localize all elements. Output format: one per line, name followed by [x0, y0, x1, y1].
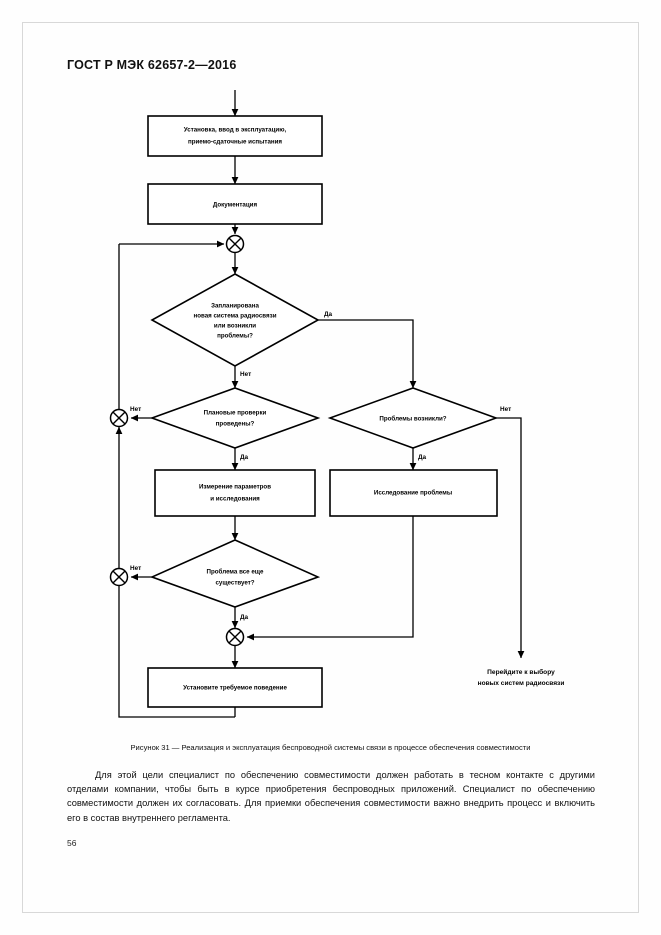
figure-caption: Рисунок 31 — Реализация и эксплуатация б… — [130, 743, 531, 752]
decision-new-system-or-problems — [150, 273, 320, 367]
junction-node-2 — [109, 408, 129, 428]
end-text-line2: новых систем радиосвязи — [478, 680, 565, 687]
decision-still-exists-line1: Проблема все еще — [207, 569, 264, 576]
decision-new-system-line3: или возникли — [214, 323, 256, 330]
decision-checks-line1: Плановые проверки — [204, 410, 267, 417]
decision-problem-still-exists — [149, 539, 321, 608]
decision-still-exists-line2: существует? — [215, 580, 254, 587]
node-investigate-problem — [329, 469, 498, 517]
node-documentation-label: Документация — [213, 202, 258, 209]
node-install-commissioning — [147, 115, 323, 157]
edge-label-d3-no: Нет — [500, 406, 511, 413]
junction-node-1 — [225, 234, 245, 254]
decision-problems-occurred — [327, 387, 499, 449]
conn-d3-no-end — [496, 417, 525, 659]
edge-label-d3-yes: Да — [418, 454, 427, 461]
edge-label-d1-no: Нет — [240, 371, 251, 378]
edge-label-d2-yes: Да — [240, 454, 249, 461]
edge-label-d4-no: Нет — [130, 565, 141, 572]
node-set-required-behavior — [147, 667, 323, 708]
figure-flowchart: Установка, ввод в эксплуатацию, приемо-с… — [0, 88, 661, 738]
standard-header: ГОСТ Р МЭК 62657-2—2016 — [67, 58, 237, 72]
node-set-behavior-label: Установите требуемое поведение — [183, 685, 287, 692]
end-text-line1: Перейдите к выбору — [487, 668, 555, 676]
flowchart-svg: Установка, ввод в эксплуатацию, приемо-с… — [109, 90, 565, 718]
conn-d1-yes-d3 — [318, 319, 417, 389]
node-install-commissioning-line2: приемо-сдаточные испытания — [188, 139, 282, 146]
decision-new-system-line1: Запланирована — [211, 303, 259, 310]
decision-scheduled-checks-done — [149, 387, 321, 449]
decision-new-system-line4: проблемы? — [217, 333, 253, 340]
node-documentation — [147, 183, 323, 225]
decision-new-system-line2: новая система радиосвязи — [193, 313, 276, 320]
junction-node-3 — [109, 567, 129, 587]
edge-label-d2-no: Нет — [130, 406, 141, 413]
decision-checks-line2: проведены? — [216, 421, 255, 428]
junction-node-4 — [225, 627, 245, 647]
conn-return-rail — [118, 586, 235, 718]
node-install-commissioning-line1: Установка, ввод в эксплуатацию, — [184, 127, 287, 134]
node-investigate-label: Исследование проблемы — [374, 490, 452, 497]
page-number: 56 — [67, 838, 77, 848]
node-measure-parameters — [154, 469, 316, 517]
edge-label-d4-yes: Да — [240, 614, 249, 621]
body-paragraph: Для этой цели специалист по обеспечению … — [67, 770, 595, 823]
conn-n4-j4 — [246, 516, 414, 641]
decision-problems-label: Проблемы возникли? — [379, 416, 446, 423]
node-measure-line1: Измерение параметров — [199, 484, 271, 491]
edge-label-d1-yes: Да — [324, 311, 333, 318]
node-measure-line2: и исследования — [210, 496, 260, 503]
